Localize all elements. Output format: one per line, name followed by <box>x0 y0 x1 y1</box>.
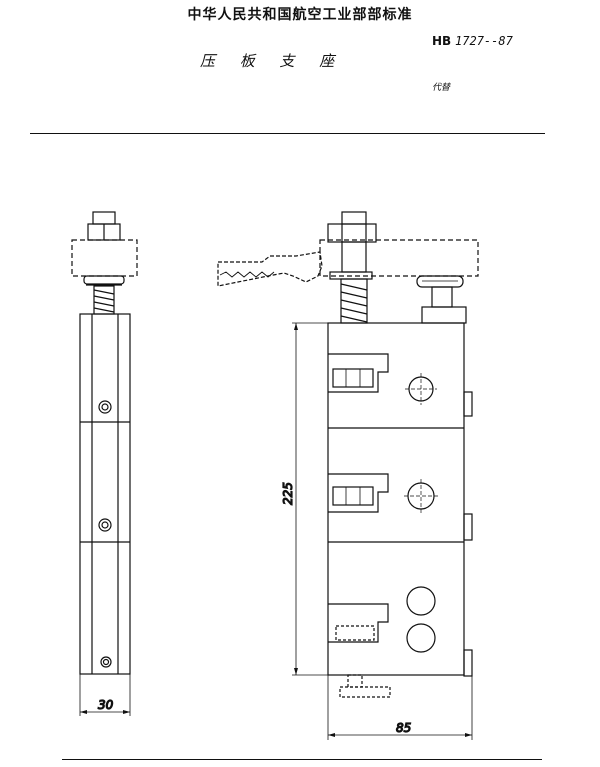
standard-prefix: HB <box>432 34 452 48</box>
side-view <box>71 211 138 716</box>
document-title: 压 板 支 座 <box>200 52 345 70</box>
replaces-label: 代替 <box>432 83 451 93</box>
footer-rule <box>62 759 542 760</box>
front-view <box>217 211 479 740</box>
dim-height: 225 <box>281 482 295 505</box>
dim-depth: 85 <box>396 721 411 735</box>
dim-width: 30 <box>98 698 114 712</box>
organization-title: 中华人民共和国航空工业部部标准 <box>187 7 413 23</box>
standard-number: 1727--87 <box>455 34 513 48</box>
header-rule <box>30 133 545 134</box>
standard-code: HB 1727--87 <box>432 34 513 48</box>
